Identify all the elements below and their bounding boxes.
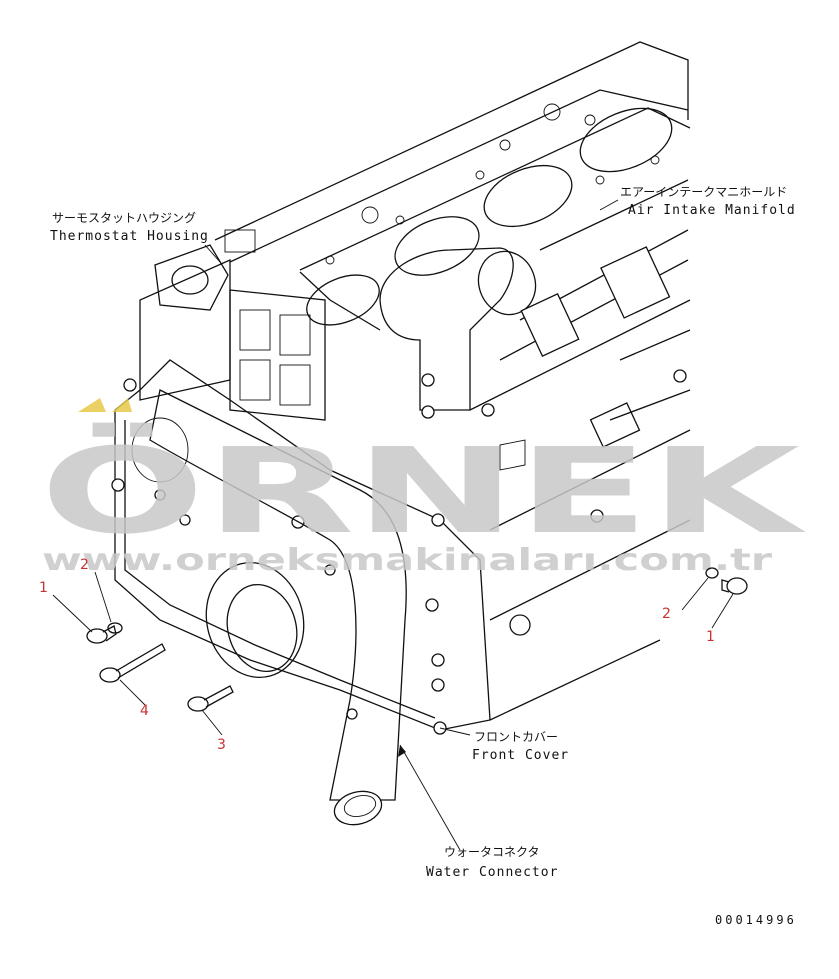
water-connector-label: Water Connector [426,865,558,880]
front-cover-label-jp: フロントカバー [474,730,558,744]
callout-right-1: 1 [706,629,715,645]
watermark: ÖRNEK www.orneksmakinaları.com.tr [40,398,807,578]
callout-left-2: 2 [80,557,89,573]
callout-left-4: 4 [140,703,149,719]
air-intake-manifold-label-jp: エアーインテークマニホールド [620,185,787,199]
air-intake-manifold-label: Air Intake Manifold [628,203,796,218]
part-bolt-3 [187,685,234,712]
part-washer-2-left [107,622,123,634]
front-cover-label: Front Cover [472,748,569,763]
watermark-accent-icon [78,398,106,412]
thermostat-housing-label: Thermostat Housing [50,229,209,244]
component-labels: サーモスタットハウジング Thermostat Housing エアーインテーク… [50,185,796,880]
part-bolt-4 [99,643,166,683]
parts-hardware [86,567,748,712]
drawing-id: 00014996 [715,913,797,927]
watermark-url: www.orneksmakinaları.com.tr [42,543,772,578]
part-washer-2-right [705,567,719,579]
callout-right-2: 2 [662,606,671,622]
part-bolt-1-left [86,625,117,644]
watermark-brand: ÖRNEK [40,422,807,560]
engine-block-drawing [111,41,691,826]
callout-left-3: 3 [217,737,226,753]
part-number-callouts: 1 2 4 3 2 1 [39,557,715,753]
thermostat-housing-label-jp: サーモスタットハウジング [52,211,196,225]
callout-left-1: 1 [39,580,48,596]
leader-lines [52,199,734,851]
watermark-accent-icon [112,398,132,412]
part-plug-1-right [721,577,748,595]
water-connector-label-jp: ウォータコネクタ [444,845,540,859]
